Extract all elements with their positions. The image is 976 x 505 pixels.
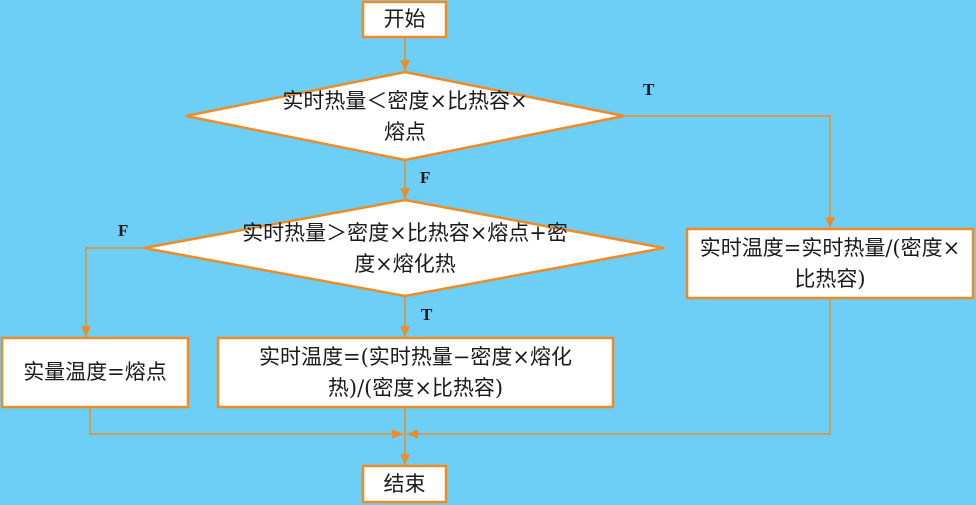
edge-process-right-to-merge [407, 298, 831, 439]
end-label: 结束 [383, 471, 426, 496]
end-terminal-box [361, 464, 448, 504]
edge-d2-false-to-process-left [81, 247, 144, 337]
process-left-box [0, 336, 190, 409]
edge-d1-true-to-process-right [624, 115, 835, 228]
decision-2-false-label: F [118, 221, 129, 240]
process-right-box [685, 227, 975, 300]
process-right-label: 实时温度=实时热量/(密度×比热容) [699, 235, 961, 291]
decision-1-true-label: T [643, 80, 655, 99]
start-label: 开始 [383, 7, 426, 31]
process-middle-box [216, 336, 615, 409]
process-left-label: 实量温度=熔点 [23, 360, 167, 384]
decision-2-label: 实时热量＞密度×比热容×熔点+密度×熔化热 [242, 221, 568, 276]
process-middle-label: 实时温度=(实时热量−密度×熔化热)/(密度×比热容) [259, 344, 572, 400]
decision-1-label: 实时热量＜密度×比热容×熔点 [282, 89, 528, 144]
decision-1-false-label: F [420, 168, 431, 187]
decision-2-diamond [143, 198, 665, 298]
decision-2-true-label: T [421, 305, 433, 324]
edge-process-left-to-merge [89, 407, 403, 439]
